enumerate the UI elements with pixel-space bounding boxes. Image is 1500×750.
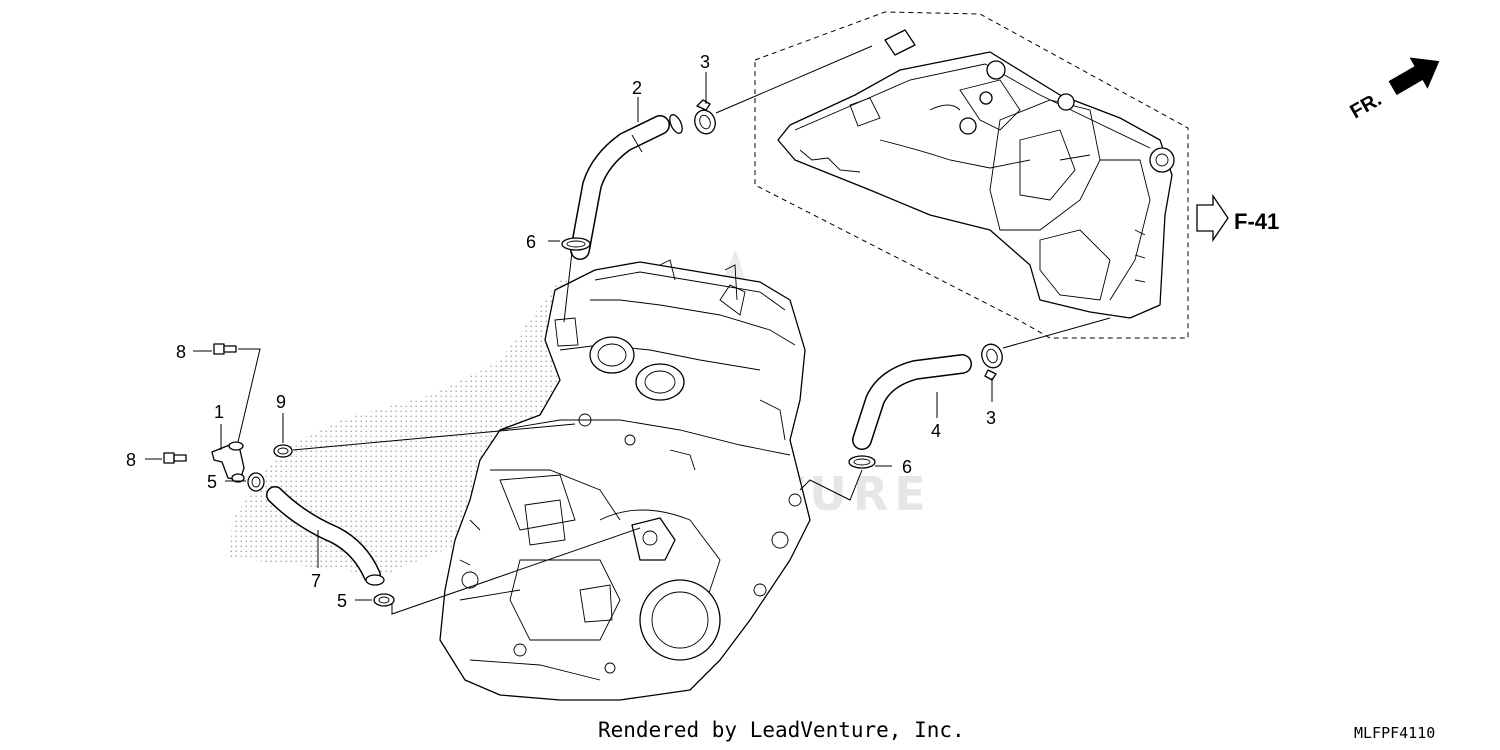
bolt-8-lower bbox=[163, 452, 187, 464]
hose-clamp-5-upper bbox=[247, 472, 265, 492]
hose-2 bbox=[571, 116, 669, 259]
hose-7 bbox=[267, 487, 380, 583]
callout-3-right: 3 bbox=[986, 408, 996, 428]
engine bbox=[439, 259, 811, 701]
callout-2: 2 bbox=[632, 78, 642, 98]
hose-clamp-6-lower bbox=[848, 455, 876, 469]
callout-6-upper: 6 bbox=[526, 232, 536, 252]
front-direction-arrow-icon: FR. bbox=[1347, 57, 1440, 123]
air-box-assembly bbox=[754, 11, 1189, 339]
reference-arrow-icon bbox=[1196, 193, 1229, 243]
hose-4 bbox=[853, 355, 971, 449]
callout-8-lower: 8 bbox=[126, 450, 136, 470]
hose-clamp-6-upper bbox=[561, 237, 591, 251]
callout-8-upper: 8 bbox=[176, 342, 186, 362]
callout-5-lower: 5 bbox=[337, 591, 347, 611]
callout-6-lower: 6 bbox=[902, 457, 912, 477]
callout-9: 9 bbox=[276, 392, 286, 412]
hose-clamp-3-top bbox=[694, 99, 716, 135]
hose-clamp-3-right bbox=[981, 343, 1003, 381]
hose-clamp-5-lower bbox=[373, 593, 395, 607]
callout-7: 7 bbox=[311, 571, 321, 591]
front-direction-label: FR. bbox=[1347, 88, 1386, 123]
assembly-dashed-outline bbox=[754, 11, 1189, 339]
callout-5-upper: 5 bbox=[207, 472, 217, 492]
callout-4: 4 bbox=[931, 421, 941, 441]
o-ring-9 bbox=[273, 444, 293, 458]
callout-1: 1 bbox=[214, 402, 224, 422]
reference-label: F-41 bbox=[1234, 209, 1279, 234]
render-credit: Rendered by LeadVenture, Inc. bbox=[598, 718, 965, 742]
diagram-code: MLFPF4110 bbox=[1354, 724, 1436, 742]
bolt-8-upper bbox=[213, 343, 237, 355]
leader-lines bbox=[145, 45, 1111, 615]
callout-3-top: 3 bbox=[700, 52, 710, 72]
